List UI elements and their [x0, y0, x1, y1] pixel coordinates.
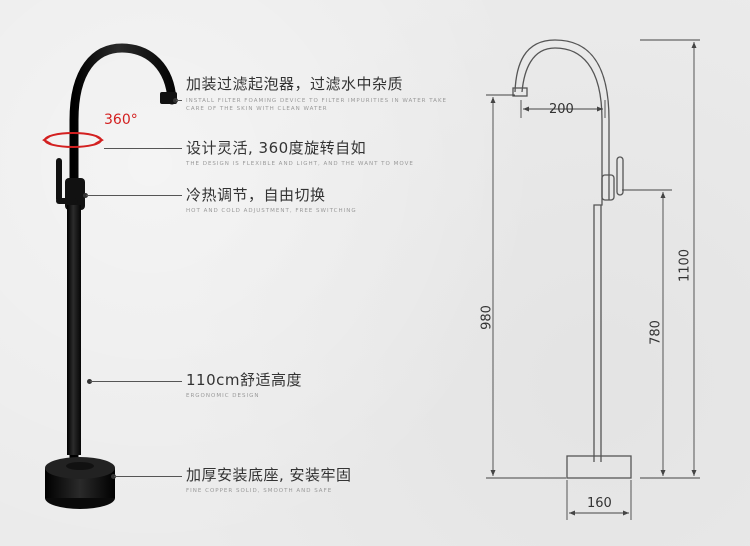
leader-dot — [111, 474, 116, 479]
leader-dot — [83, 193, 88, 198]
leader-line — [86, 195, 182, 196]
black-faucet — [45, 43, 177, 509]
feature-subtitle: FINE COPPER SOLID, SMOOTH AND SAFE — [186, 488, 333, 494]
rotation-arrow-icon — [42, 132, 104, 148]
feature-subtitle: THE DESIGN IS FLEXIBLE AND LIGHT, AND TH… — [186, 161, 414, 167]
dimension-handle-height: 780 — [648, 320, 664, 345]
dimension-lines — [486, 39, 700, 520]
leader-dot — [173, 98, 178, 103]
feature-subtitle: ERGONOMIC DESIGN — [186, 393, 260, 399]
feature-title: 110cm舒适高度 — [186, 371, 302, 389]
dimension-spout-reach: 200 — [549, 102, 574, 117]
leader-dot — [87, 379, 92, 384]
rotation-label: 360° — [104, 112, 138, 128]
feature-height: 110cm舒适高度 ERGONOMIC DESIGN — [186, 369, 456, 399]
feature-title: 设计灵活, 360度旋转自如 — [186, 139, 367, 157]
feature-filter: 加装过滤起泡器，过滤水中杂质 INSTALL FILTER FOAMING DE… — [186, 73, 456, 113]
dimension-total-height: 1100 — [677, 248, 693, 283]
feature-base: 加厚安装底座, 安装牢固 FINE COPPER SOLID, SMOOTH A… — [186, 464, 456, 494]
feature-title: 加厚安装底座, 安装牢固 — [186, 466, 352, 484]
leader-line — [176, 100, 182, 101]
dimension-arrowheads — [490, 42, 697, 516]
dimension-base-diameter: 160 — [587, 496, 612, 511]
feature-title: 冷热调节，自由切换 — [186, 186, 326, 204]
leader-line — [114, 476, 182, 477]
leader-line — [104, 148, 182, 149]
dimension-floor-to-spout: 980 — [479, 305, 495, 330]
feature-subtitle: INSTALL FILTER FOAMING DEVICE TO FILTER … — [186, 98, 448, 112]
feature-title: 加装过滤起泡器，过滤水中杂质 — [186, 75, 404, 93]
feature-temperature: 冷热调节，自由切换 HOT AND COLD ADJUSTMENT, FREE … — [186, 184, 456, 214]
technical-drawing — [512, 39, 632, 479]
feature-subtitle: HOT AND COLD ADJUSTMENT, FREE SWITCHING — [186, 208, 357, 214]
leader-line — [90, 381, 182, 382]
feature-rotation: 设计灵活, 360度旋转自如 THE DESIGN IS FLEXIBLE AN… — [186, 137, 456, 167]
